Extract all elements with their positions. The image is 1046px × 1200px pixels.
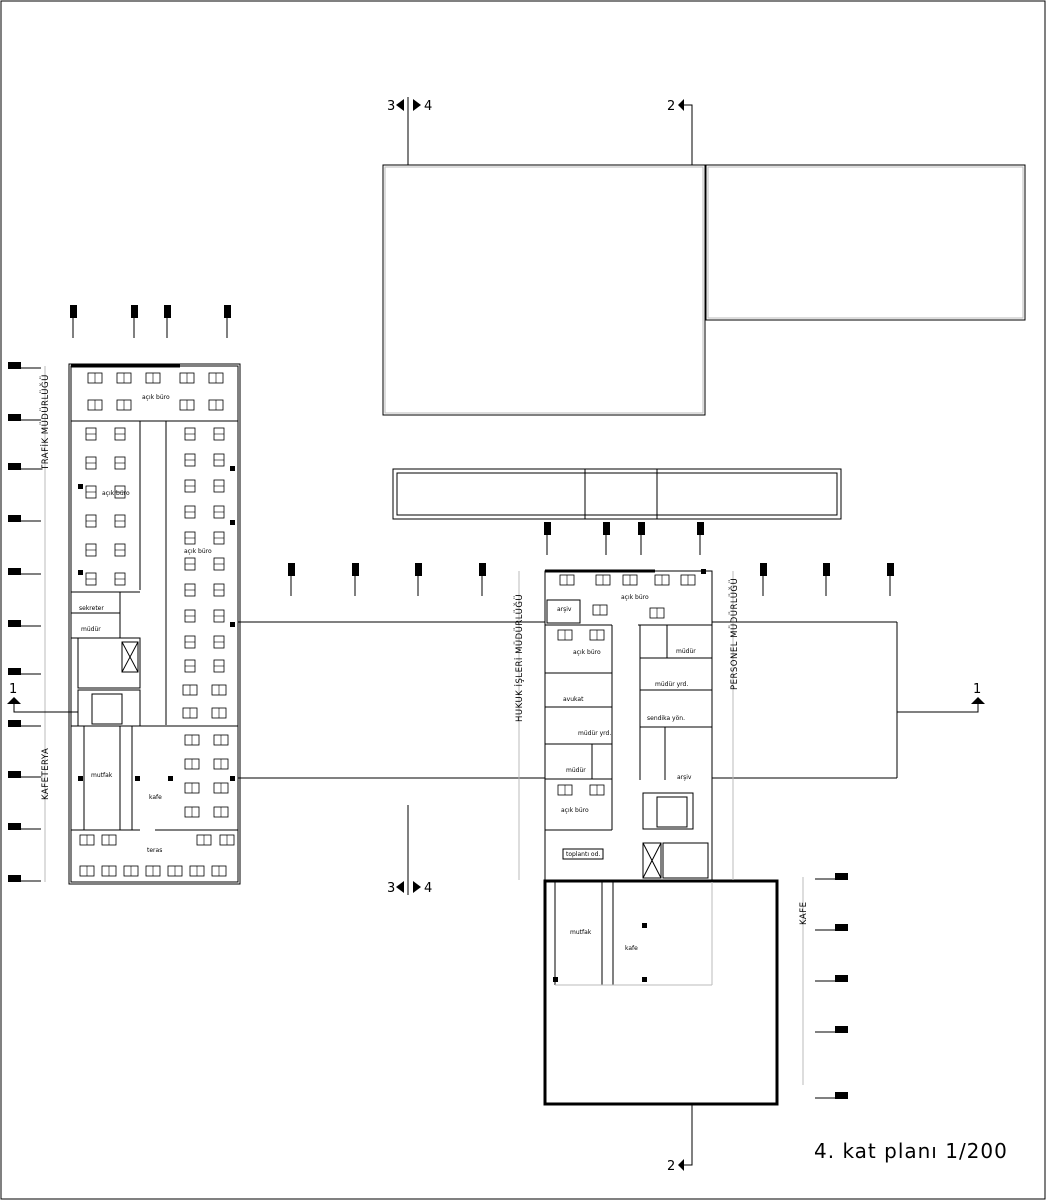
level-tag-icon bbox=[479, 563, 486, 576]
level-tag-icon bbox=[8, 875, 21, 882]
section-3-4-bottom: 3 4 bbox=[387, 805, 432, 896]
room-label: mutfak bbox=[91, 772, 113, 779]
level-tag-icon bbox=[835, 924, 848, 931]
level-tag-icon bbox=[835, 975, 848, 982]
column-icon bbox=[168, 776, 173, 781]
room-label: açık büro bbox=[573, 649, 601, 656]
level-tag-icon bbox=[164, 305, 171, 318]
column-icon bbox=[230, 520, 235, 525]
level-tag-icon bbox=[887, 563, 894, 576]
upper-block bbox=[382, 164, 1026, 416]
svg-text:1: 1 bbox=[9, 682, 17, 697]
svg-text:3: 3 bbox=[387, 881, 395, 896]
section-2-bottom: 2 bbox=[667, 1105, 693, 1174]
room-label: müdür bbox=[81, 626, 101, 633]
level-tag-icon bbox=[415, 563, 422, 576]
svg-text:2: 2 bbox=[667, 99, 675, 114]
level-tag-icon bbox=[8, 620, 21, 627]
label-hukuk: HUKUK İŞLERİ MÜDÜRLÜĞÜ bbox=[513, 594, 525, 722]
section-1-right: 1 bbox=[897, 682, 985, 713]
column-icon bbox=[230, 776, 235, 781]
drawing-title: 4. kat planı 1/200 bbox=[814, 1139, 1008, 1163]
level-tag-icon bbox=[224, 305, 231, 318]
level-tag-icon bbox=[288, 563, 295, 576]
level-tag-icon bbox=[8, 720, 21, 727]
room-label: teras bbox=[147, 847, 162, 854]
level-tag-icon bbox=[544, 522, 551, 535]
level-tag-icon bbox=[8, 515, 21, 522]
label-personel: PERSONEL MÜDÜRLÜĞÜ bbox=[728, 578, 740, 690]
room-label: açık büro bbox=[102, 490, 130, 497]
room-label: müdür bbox=[566, 767, 586, 774]
kafe-block bbox=[543, 879, 779, 1106]
level-tags bbox=[8, 305, 894, 1099]
level-tag-icon bbox=[8, 414, 21, 421]
level-tag-icon bbox=[8, 568, 21, 575]
room-label: arşiv bbox=[557, 606, 572, 613]
room-label: sekreter bbox=[79, 605, 104, 612]
svg-text:3: 3 bbox=[387, 99, 395, 114]
middle-block bbox=[544, 569, 713, 882]
column-icon bbox=[553, 977, 558, 982]
room-label: arşiv bbox=[677, 774, 692, 781]
section-1-left: 1 bbox=[7, 682, 78, 713]
level-tag-icon bbox=[8, 668, 21, 675]
level-tag-icon bbox=[8, 823, 21, 830]
dimension-lines bbox=[44, 366, 804, 1085]
column-icon bbox=[78, 570, 83, 575]
connecting-corridor bbox=[238, 621, 898, 779]
svg-text:1: 1 bbox=[973, 682, 981, 697]
column-icon bbox=[135, 776, 140, 781]
level-tag-icon bbox=[8, 463, 21, 470]
column-icon bbox=[642, 977, 647, 982]
level-tag-icon bbox=[8, 771, 21, 778]
room-label: kafe bbox=[625, 945, 638, 952]
level-tag-icon bbox=[603, 522, 610, 535]
label-kafeterya: KAFETERYA bbox=[41, 748, 51, 800]
svg-text:2: 2 bbox=[667, 1159, 675, 1174]
room-label: kafe bbox=[149, 794, 162, 801]
column-icon bbox=[230, 466, 235, 471]
room-label: sendika yön. bbox=[647, 715, 685, 722]
left-block bbox=[68, 363, 241, 885]
room-label: açık büro bbox=[142, 394, 170, 401]
column-icon bbox=[701, 569, 706, 574]
room-label: toplantı od. bbox=[566, 851, 600, 858]
room-label: müdür yrd. bbox=[655, 681, 688, 688]
level-tag-icon bbox=[8, 362, 21, 369]
room-label: açık büro bbox=[184, 548, 212, 555]
column-icon bbox=[230, 622, 235, 627]
column-icon bbox=[78, 484, 83, 489]
column-icon bbox=[78, 776, 83, 781]
level-tag-icon bbox=[835, 1026, 848, 1033]
level-tag-icon bbox=[352, 563, 359, 576]
label-kafe: KAFE bbox=[799, 902, 809, 926]
level-tag-icon bbox=[697, 522, 704, 535]
meeting-table bbox=[562, 848, 604, 860]
level-tag-icon bbox=[835, 873, 848, 880]
level-tag-icon bbox=[823, 563, 830, 576]
section-3-4-top: 3 4 bbox=[387, 97, 432, 165]
level-tag-icon bbox=[70, 305, 77, 318]
level-tag-icon bbox=[131, 305, 138, 318]
room-label: açık büro bbox=[621, 594, 649, 601]
furniture bbox=[78, 372, 706, 982]
level-tag-icon bbox=[835, 1092, 848, 1099]
room-label: müdür yrd. bbox=[578, 730, 611, 737]
room-label: müdür bbox=[676, 648, 696, 655]
room-label: avukat bbox=[563, 696, 584, 703]
section-2-top: 2 bbox=[667, 99, 693, 165]
room-label: açık büro bbox=[561, 807, 589, 814]
level-tag-icon bbox=[638, 522, 645, 535]
level-tag-icon bbox=[760, 563, 767, 576]
column-icon bbox=[642, 923, 647, 928]
svg-text:4: 4 bbox=[424, 881, 432, 896]
label-trafik: TRAFİK MÜDÜRLÜĞÜ bbox=[39, 374, 51, 471]
bridge-block bbox=[392, 468, 842, 520]
svg-text:4: 4 bbox=[424, 99, 432, 114]
room-label: mutfak bbox=[570, 929, 592, 936]
